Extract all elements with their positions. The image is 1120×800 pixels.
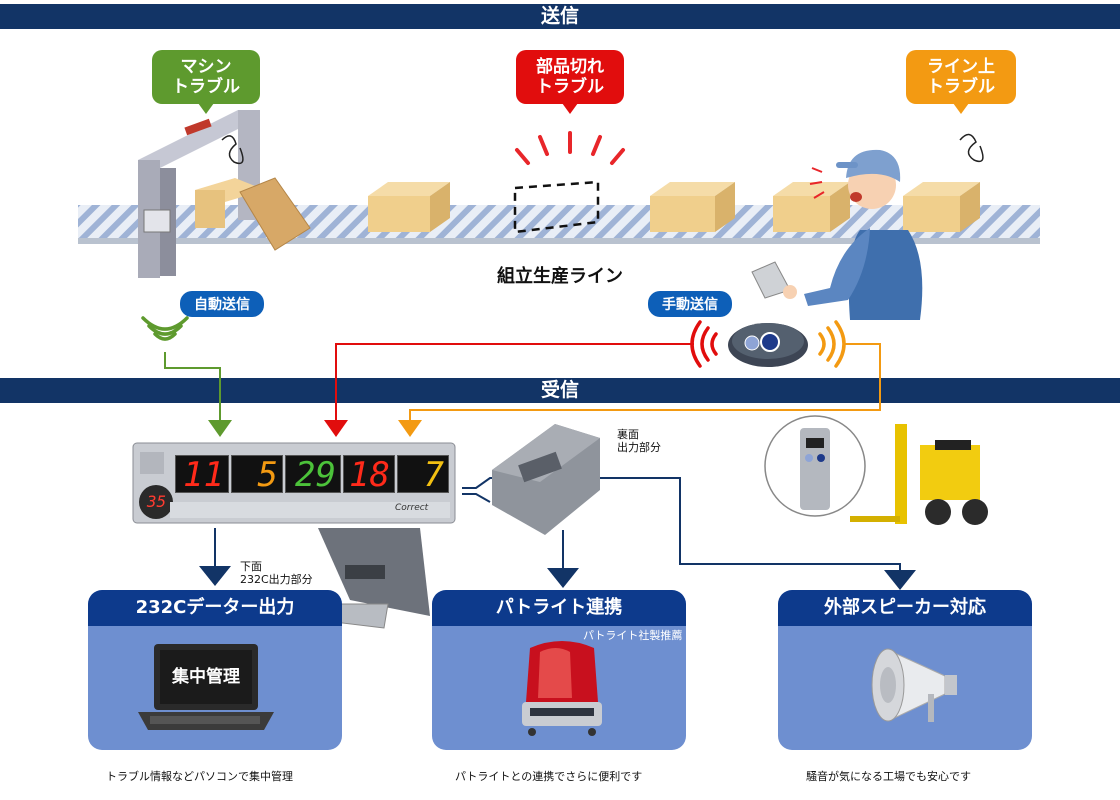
display-digit-2: 5 [231, 455, 283, 494]
display-digit-1: 11 [175, 455, 229, 494]
box-1 [368, 182, 450, 232]
parts-shortage-bubble: 部品切れ トラブル [516, 50, 624, 114]
panel-patlite: パトライト連携 [432, 590, 686, 750]
bottom-connector [318, 528, 430, 629]
wireless-signal-green [141, 316, 189, 341]
auto-send-pill: 自動送信 [180, 291, 264, 317]
panel-external-speaker: 外部スピーカー対応 [778, 590, 1032, 750]
display-digit-5: 7 [397, 455, 449, 494]
transmitter-device [728, 323, 808, 367]
box-2 [650, 182, 735, 232]
assembly-line-label: 組立生産ライン [497, 266, 623, 287]
manual-send-pill: 手動送信 [648, 291, 732, 317]
display-small-counter: 35 [146, 492, 167, 511]
box-3 [773, 182, 850, 232]
send-header-band: 送信 [0, 4, 1120, 29]
green-signal-line [164, 352, 221, 420]
red-signal-line [335, 343, 694, 420]
caption-232c: トラブル情報などパソコンで集中管理 [106, 770, 293, 783]
patlite-note: パトライト社製推薦 [583, 629, 683, 642]
caption-patlite: パトライトとの連携でさらに便利です [455, 770, 643, 783]
receiver-unit [492, 424, 600, 535]
forklift-inset [764, 415, 866, 517]
bottom-output-label: 下面 232C出力部分 [240, 560, 313, 586]
cardboard-boxes [195, 133, 984, 251]
worker-illustration [751, 149, 923, 320]
back-output-label: 裏面 出力部分 [617, 428, 661, 454]
box-4 [903, 182, 980, 232]
display-brand: Correct [395, 503, 429, 513]
wireless-signal-right-orange [818, 320, 846, 368]
panel-patlite-title: パトライト連携 [432, 590, 686, 626]
display-digit-3: 29 [285, 455, 341, 494]
receive-header-band: 受信 [0, 378, 1120, 403]
caption-speaker: 騒音が気になる工場でも安心です [806, 770, 971, 783]
machine-trouble-bubble: マシン トラブル [152, 50, 260, 114]
output-lines [214, 477, 901, 570]
laptop-screen-text-top: 集中管理 [172, 667, 240, 687]
line-trouble-bubble: ライン上 トラブル [906, 50, 1016, 114]
forklift [850, 424, 988, 525]
panel-speaker-title: 外部スピーカー対応 [778, 590, 1032, 626]
alert-lines [515, 131, 625, 165]
orange-signal-line [409, 343, 881, 420]
wireless-signal-left-red [690, 320, 718, 368]
panel-232c-title: 232Cデーター出力 [88, 590, 342, 626]
display-digit-4: 18 [343, 455, 395, 494]
